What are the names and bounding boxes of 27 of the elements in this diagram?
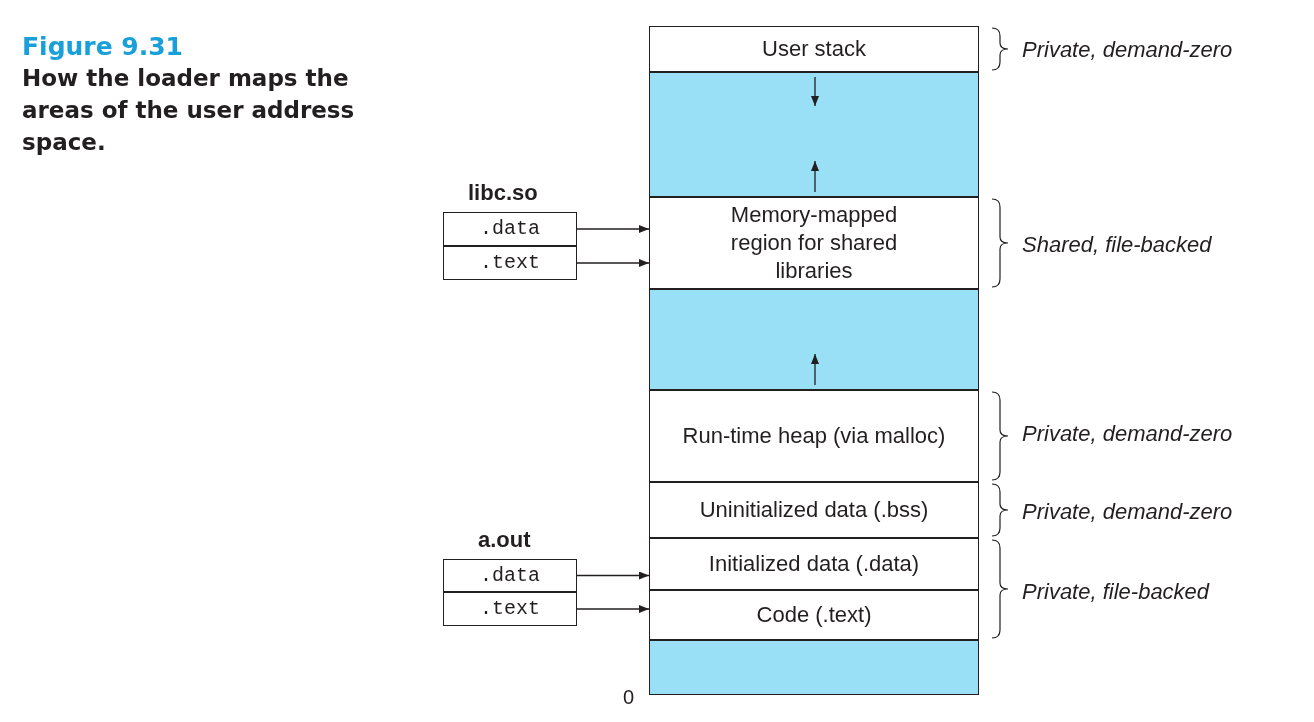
memory-area-box: Uninitialized data (.bss) xyxy=(649,482,979,538)
brace-annotation: Private, file-backed xyxy=(1022,578,1210,606)
arrow xyxy=(576,605,650,613)
figure-caption: How the loader maps the areas of the user address space. xyxy=(22,64,356,157)
free-memory-area xyxy=(649,72,979,197)
free-memory-area xyxy=(649,289,979,390)
section-box: .data xyxy=(443,559,577,592)
arrow xyxy=(576,259,650,267)
memory-area-box: Code (.text) xyxy=(649,590,979,640)
arrow xyxy=(576,571,650,580)
memory-area-box: Run-time heap (via malloc) xyxy=(649,390,979,482)
memory-area-box: User stack xyxy=(649,26,979,72)
free-memory-area xyxy=(649,640,979,695)
address-label: 0 xyxy=(623,685,635,710)
memory-area-box: Initialized data (.data) xyxy=(649,538,979,590)
section-box: .text xyxy=(443,246,577,280)
arrow xyxy=(576,225,650,233)
brace-annotation: Private, demand-zero xyxy=(1022,36,1233,64)
brace-annotation: Shared, file-backed xyxy=(1022,231,1212,259)
brace-annotation: Private, demand-zero xyxy=(1022,420,1233,448)
memory-area-box: Memory-mapped region for shared libraries xyxy=(649,197,979,289)
section-box: .text xyxy=(443,592,577,626)
section-box: .data xyxy=(443,212,577,246)
file-name: a.out xyxy=(478,526,531,554)
brace-annotation: Private, demand-zero xyxy=(1022,498,1233,526)
file-name: libc.so xyxy=(468,179,538,207)
figure-number: Figure 9.31 xyxy=(22,31,183,63)
